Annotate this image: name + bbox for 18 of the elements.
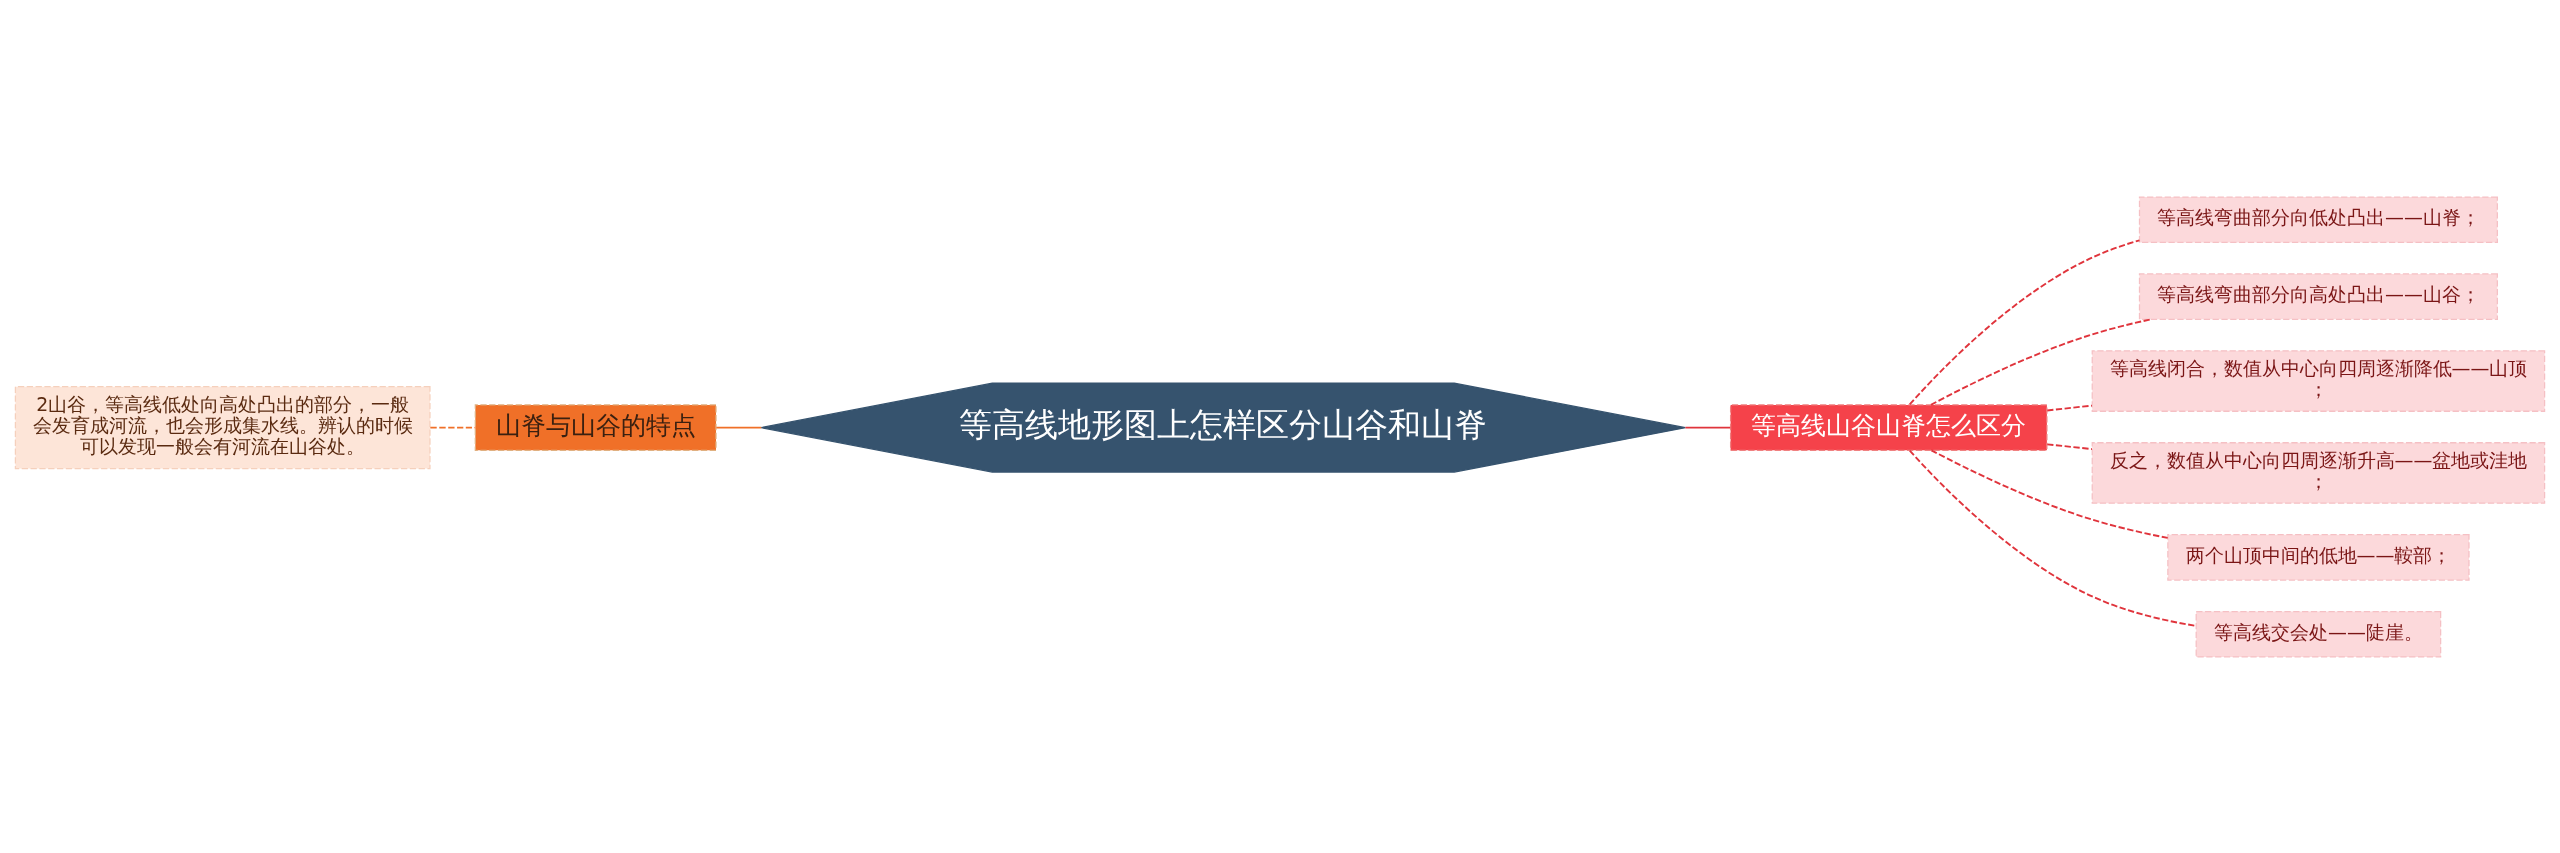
connector <box>1930 448 2169 539</box>
node-box: 等高线山谷山脊怎么区分 <box>1729 403 2048 451</box>
node-box: 山脊与山谷的特点 <box>474 403 717 451</box>
connector <box>1930 317 2153 406</box>
node-box: 等高线闭合，数值从中心向四周逐渐降低——山顶； <box>2091 349 2546 412</box>
connector <box>429 426 477 429</box>
node-box: 反之，数值从中心向四周逐渐升高——盆地或洼地； <box>2091 441 2546 504</box>
connector <box>1684 426 1732 429</box>
node-box: 等高线交会处——陡崖。 <box>2195 610 2442 658</box>
connector <box>1908 449 2197 627</box>
connector <box>2046 442 2093 450</box>
node-box: 2山谷，等高线低处向高处凸出的部分，一般会发育成河流，也会形成集水线。辨认的时候可以发现一般会有河流在山谷处。 <box>14 385 431 469</box>
node-box: 等高线弯曲部分向低处凸出——山脊； <box>2138 195 2498 243</box>
node-box: 两个山顶中间的低地——鞍部； <box>2167 533 2470 581</box>
connector <box>1908 238 2141 405</box>
connector <box>2046 404 2093 411</box>
node-box: 等高线弯曲部分向高处凸出——山谷； <box>2138 272 2498 320</box>
connector <box>715 426 763 429</box>
